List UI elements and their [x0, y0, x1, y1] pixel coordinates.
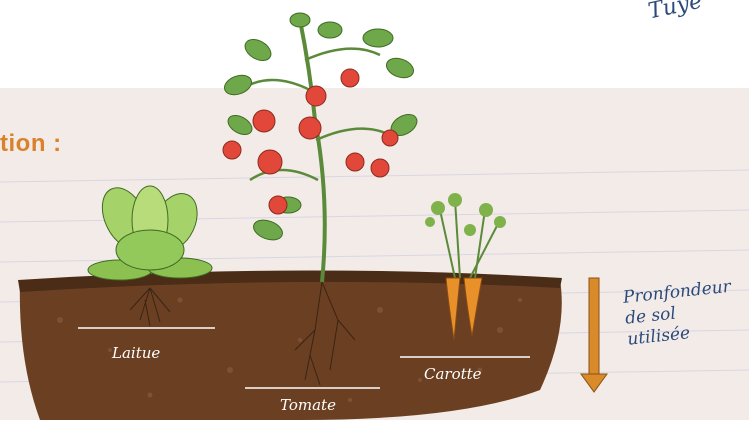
carrot-label: Carotte: [424, 365, 482, 383]
depth-label: Pronfondeur de sol utilisée: [622, 275, 749, 351]
tomato-label: Tomate: [280, 396, 336, 414]
section-heading: tion :: [0, 130, 62, 158]
lettuce-label: Laitue: [112, 344, 160, 362]
